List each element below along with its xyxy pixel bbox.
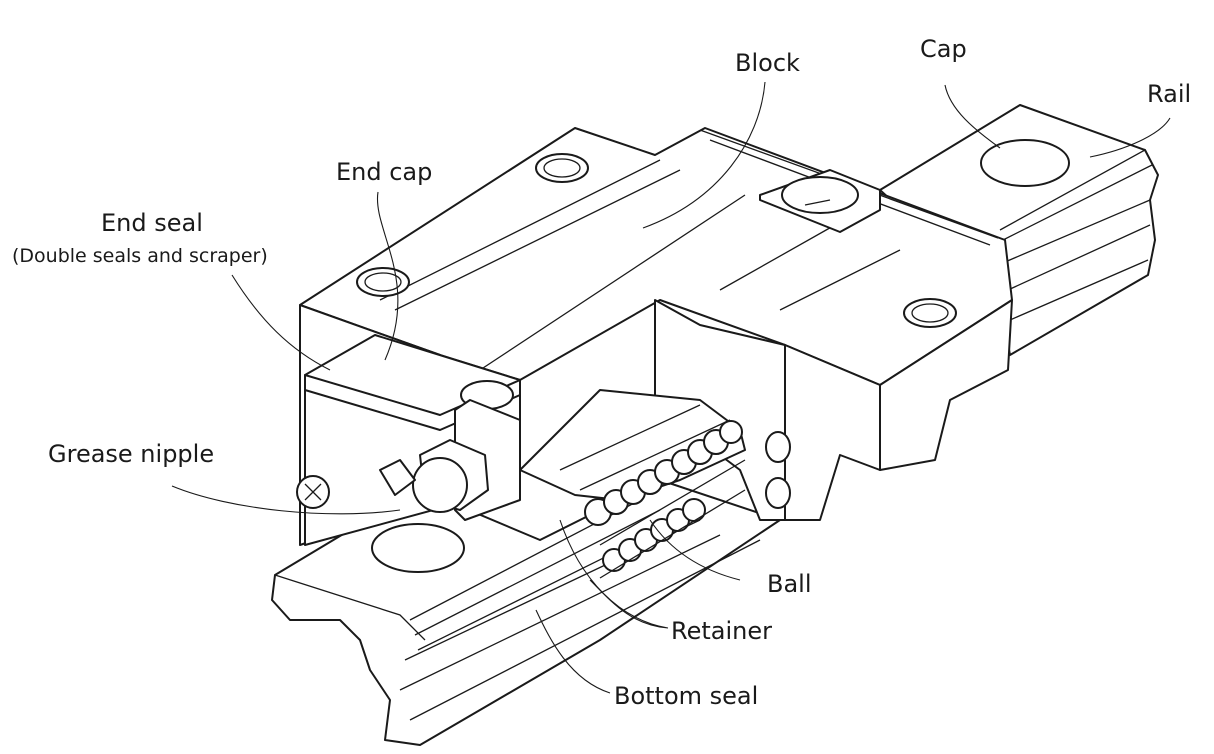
grease-nipple — [296, 439, 489, 513]
label-ball: Ball — [767, 570, 812, 598]
label-end-cap: End cap — [336, 158, 433, 186]
leader-end-cap — [376, 191, 399, 361]
leader-lines — [171, 81, 1171, 694]
leader-rail — [1089, 117, 1171, 158]
label-bottom-seal: Bottom seal — [614, 682, 759, 710]
label-rail: Rail — [1147, 80, 1192, 108]
block-bolt-hole-2 — [356, 267, 410, 297]
label-block: Block — [735, 49, 800, 77]
leader-bottom-seal — [535, 609, 611, 694]
ball-row — [584, 420, 746, 579]
cap-hole-front — [371, 523, 465, 573]
block-bolt-hole-1 — [535, 153, 589, 183]
label-end-seal: End seal — [101, 209, 203, 237]
leader-cap — [944, 84, 1001, 149]
cap-hole-back — [980, 139, 1070, 187]
leader-ball — [649, 519, 741, 581]
leader-block — [642, 81, 766, 229]
label-cap: Cap — [920, 35, 967, 63]
leader-end-seal — [231, 274, 331, 371]
leader-retainer — [559, 519, 669, 629]
leader-grease-nipple — [171, 485, 401, 515]
label-retainer: Retainer — [671, 617, 772, 645]
label-grease-nipple: Grease nipple — [48, 440, 215, 468]
label-end-seal-note: (Double seals and scraper) — [12, 245, 268, 267]
block-bolt-hole-3 — [903, 298, 957, 328]
